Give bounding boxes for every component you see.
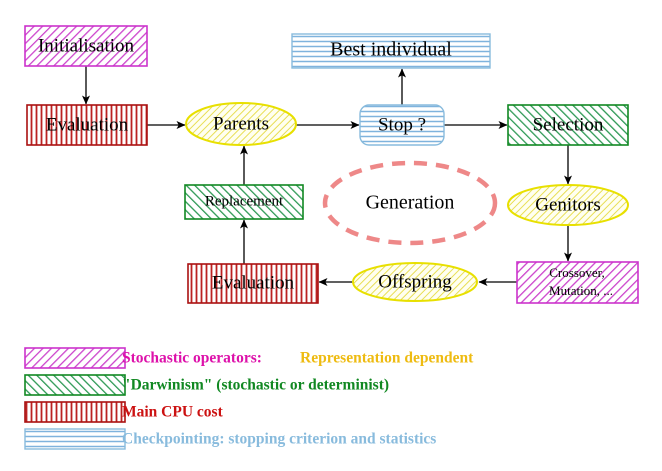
node-replacement[interactable]: Replacement (184, 184, 304, 220)
node-crossover-mutation[interactable]: Crossover, Mutation, ... (516, 261, 639, 304)
node-stop[interactable]: Stop ? (359, 104, 445, 146)
node-generation-label: Generation (366, 192, 455, 214)
legend-label-main-cpu-cost: Main CPU cost (122, 404, 224, 421)
node-generation: Generation (322, 160, 498, 246)
node-evaluation-bottom-shape (187, 263, 319, 304)
legend-label-darwinism: "Darwinism" (stochastic or determinist) (122, 377, 389, 394)
node-replacement-label: Replacement (205, 193, 284, 209)
node-genitors-label: Genitors (535, 194, 600, 215)
node-crossover-mutation-label-line1: Crossover, (549, 265, 604, 280)
legend-swatch-lightblue-icon (24, 428, 126, 450)
node-stop-label: Stop ? (378, 114, 426, 135)
node-best-individual-shape (291, 33, 491, 69)
node-best-individual[interactable]: Best individual (291, 33, 491, 69)
node-offspring[interactable]: Offspring (352, 262, 478, 302)
node-crossover-mutation-label-line2: Mutation, ... (549, 283, 613, 298)
node-offspring-shape (352, 262, 478, 302)
edges-layer (82, 66, 572, 286)
node-parents[interactable]: Parents (185, 102, 297, 146)
node-initialisation-shape (24, 25, 148, 67)
node-selection[interactable]: Selection (507, 104, 629, 146)
node-offspring-label: Offspring (378, 271, 452, 292)
node-evaluation-top[interactable]: Evaluation (26, 104, 148, 146)
node-selection-label: Selection (533, 114, 604, 135)
legend-swatch-green-icon (24, 374, 126, 396)
node-initialisation[interactable]: Initialisation (24, 25, 148, 67)
legend-swatch-red-icon (24, 401, 126, 423)
node-generation-shape (322, 160, 498, 246)
legend-item-checkpointing: Checkpointing: stopping criterion and st… (24, 428, 436, 450)
legend-item-stochastic-operators: Stochastic operators: Representation dep… (24, 347, 474, 369)
legend: Stochastic operators: Representation dep… (24, 347, 474, 450)
node-genitors[interactable]: Genitors (507, 184, 629, 226)
node-genitors-shape (507, 184, 629, 226)
node-evaluation-top-label: Evaluation (46, 114, 129, 135)
node-evaluation-top-shape (26, 104, 148, 146)
legend-label-stochastic-operators: Stochastic operators: (122, 350, 262, 367)
node-crossover-mutation-shape (516, 261, 639, 304)
legend-swatch-magenta-icon (24, 347, 126, 369)
legend-item-main-cpu-cost: Main CPU cost (24, 401, 224, 423)
legend-label-representation-dependent: Representation dependent (300, 350, 474, 367)
node-stop-shape (359, 104, 445, 146)
legend-item-darwinism: "Darwinism" (stochastic or determinist) (24, 374, 389, 396)
node-initialisation-label: Initialisation (38, 35, 135, 56)
node-parents-shape (185, 102, 297, 146)
node-evaluation-bottom-label: Evaluation (212, 272, 295, 293)
legend-label-checkpointing: Checkpointing: stopping criterion and st… (122, 431, 436, 448)
node-evaluation-bottom[interactable]: Evaluation (187, 263, 319, 304)
node-parents-label: Parents (213, 113, 269, 134)
node-best-individual-label: Best individual (330, 39, 452, 61)
node-replacement-shape (184, 184, 304, 220)
node-selection-shape (507, 104, 629, 146)
